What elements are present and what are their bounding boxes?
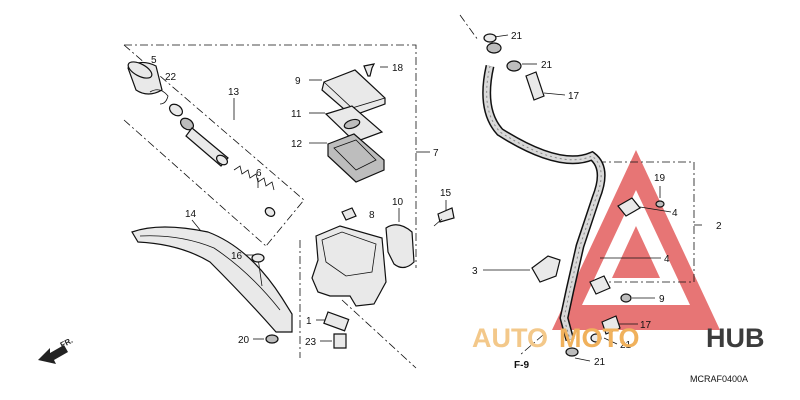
callout-21-top: 21 <box>511 31 523 42</box>
brake-hose <box>482 65 606 342</box>
watermark-text: AUTO MOTO HUB <box>472 323 765 353</box>
callout-4-upper: 4 <box>672 208 678 219</box>
callout-4-lower: 4 <box>664 254 670 265</box>
callout-15: 15 <box>440 188 452 199</box>
callout-19: 19 <box>654 173 666 184</box>
stay-part-3 <box>531 255 561 283</box>
washer-part-21-top <box>483 33 502 54</box>
callout-14: 14 <box>185 209 197 220</box>
cover-part-10 <box>385 224 415 269</box>
callout-17-lower: 17 <box>640 320 652 331</box>
watermark-moto: MOTO <box>559 323 640 353</box>
screw-part-18 <box>363 63 376 77</box>
front-label: FR. <box>59 336 75 350</box>
watermark-auto: AUTO <box>472 323 548 353</box>
callout-16: 16 <box>231 251 243 262</box>
master-cylinder-body-part-1 <box>311 225 387 332</box>
callout-21-lower: 21 <box>620 340 632 351</box>
clamp-part-19 <box>617 197 665 217</box>
callout-10: 10 <box>392 197 404 208</box>
bolt-part-17-lower <box>601 315 621 335</box>
nut-part-20 <box>265 334 279 344</box>
bracket-group-frame <box>598 161 695 283</box>
circlip-part-22 <box>149 89 169 105</box>
watermark-triangle-inner <box>612 226 660 278</box>
bolt-part-8 <box>341 207 357 221</box>
hose-top-frame <box>459 14 479 41</box>
diaphragm-part-12 <box>327 133 385 183</box>
drawing-code: MCRAF0400A <box>690 374 748 384</box>
cylinder-group-frame <box>341 299 417 369</box>
reservoir-group-frame <box>124 44 417 268</box>
bolt-part-17-top <box>525 71 545 101</box>
washer-part-21-lower <box>565 333 602 357</box>
bolt-part-23 <box>333 333 347 349</box>
spring-part-6 <box>233 165 276 217</box>
callout-1: 1 <box>306 316 312 327</box>
callout-21-bottom: 21 <box>594 357 606 368</box>
callout-11: 11 <box>291 109 302 120</box>
piston-group-frame <box>123 44 305 247</box>
clamp-part-4-lower <box>589 275 611 295</box>
callout-7: 7 <box>433 148 439 159</box>
callout-9-cap: 9 <box>295 76 301 87</box>
callout-23: 23 <box>305 337 317 348</box>
watermark-hub: HUB <box>706 323 765 353</box>
callout-20: 20 <box>238 335 250 346</box>
callout-12: 12 <box>291 139 303 150</box>
pivot-bolt-part-16 <box>251 253 265 287</box>
boot-part-5 <box>127 61 163 95</box>
bolt-part-15 <box>433 207 455 227</box>
callout-9-lower: 9 <box>659 294 665 305</box>
callout-13: 13 <box>228 87 240 98</box>
watermark-logo <box>552 150 720 330</box>
callout-3: 3 <box>472 266 478 277</box>
bolt-part-9-lower <box>620 293 632 303</box>
plate-part-11 <box>324 105 384 143</box>
washer-part-21-upper <box>506 60 522 72</box>
callout-5: 5 <box>151 55 157 66</box>
front-direction-arrow: FR. <box>38 336 74 364</box>
callout-numbers: 5 22 13 6 9 11 12 18 7 10 8 15 14 16 1 2… <box>151 31 748 384</box>
callout-6: 6 <box>256 168 262 179</box>
page-reference: F-9 <box>514 360 529 371</box>
callout-17-top: 17 <box>568 91 580 102</box>
hose-bottom-frame <box>519 334 544 356</box>
callout-2: 2 <box>716 221 722 232</box>
piston-kit-part-13 <box>168 103 229 167</box>
lever-part-14 <box>131 226 293 333</box>
callout-18: 18 <box>392 63 404 74</box>
callout-22: 22 <box>165 72 177 83</box>
callout-8: 8 <box>369 210 375 221</box>
callout-21-upper: 21 <box>541 60 553 71</box>
